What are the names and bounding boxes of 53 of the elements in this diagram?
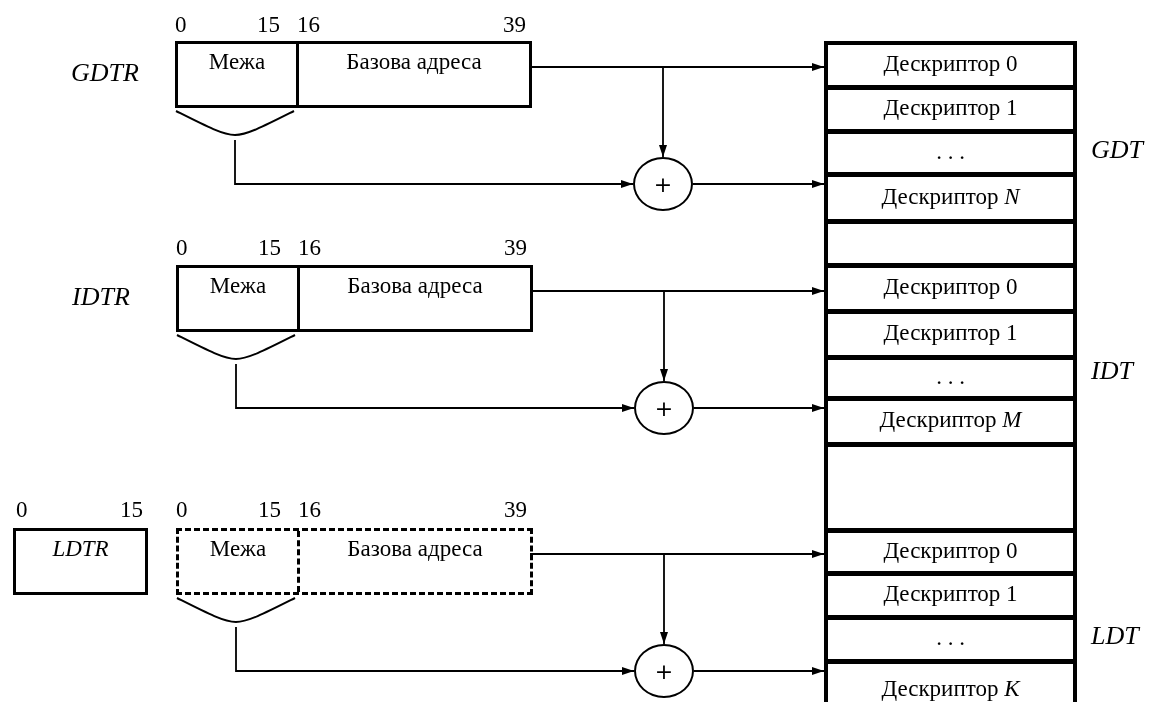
bit-number: 16: [298, 236, 321, 259]
table-name: LDT: [1091, 623, 1139, 649]
arrow: [235, 363, 635, 412]
register-field: Межа: [179, 268, 297, 329]
adder-circle: +: [633, 157, 693, 211]
bit-number: 15: [258, 498, 281, 521]
bit-number: 16: [297, 13, 320, 36]
register-name: GDTR: [71, 60, 139, 86]
bit-number: 39: [503, 13, 526, 36]
arrow: [692, 180, 825, 188]
bit-number: 15: [257, 13, 280, 36]
adder-circle: +: [634, 381, 694, 435]
bit-number: 16: [298, 498, 321, 521]
register-field: Базова адреса: [297, 268, 530, 329]
descriptor-row: . . .: [824, 616, 1077, 663]
register-field: Межа: [178, 44, 296, 105]
bit-number: 15: [120, 498, 143, 521]
descriptor-row: Дескриптор 0: [824, 41, 1077, 89]
arrow: [234, 139, 634, 188]
brace: [175, 110, 295, 136]
bit-number: 0: [175, 13, 187, 36]
descriptor-row: Дескриптор M: [824, 397, 1077, 446]
register-field: Базова адреса: [296, 44, 529, 105]
bit-number: 0: [16, 498, 28, 521]
table-name: GDT: [1091, 137, 1143, 163]
bit-number: 39: [504, 498, 527, 521]
table-name: IDT: [1091, 358, 1133, 384]
arrow: [693, 667, 825, 675]
register-name: IDTR: [72, 284, 130, 310]
register-field: Базова адреса: [297, 531, 530, 592]
arrow: [693, 404, 825, 412]
descriptor-row: Дескриптор 1: [824, 86, 1077, 133]
descriptor-row: . . .: [824, 130, 1077, 176]
register-box: LDTR: [13, 528, 148, 595]
bit-number: 39: [504, 236, 527, 259]
descriptor-row: Дескриптор 1: [824, 572, 1077, 619]
descriptor-row: Дескриптор N: [824, 173, 1077, 223]
bit-number: 0: [176, 236, 188, 259]
descriptor-row: Дескриптор 0: [824, 264, 1077, 313]
brace: [176, 334, 296, 360]
adder-circle: +: [634, 644, 694, 698]
descriptor-row: Дескриптор 0: [824, 529, 1077, 575]
descriptor-row: Дескриптор 1: [824, 310, 1077, 359]
empty-row: [824, 220, 1077, 267]
brace: [176, 597, 296, 623]
bit-number: 0: [176, 498, 188, 521]
bit-number: 15: [258, 236, 281, 259]
register-box: [176, 528, 533, 595]
arrow: [235, 626, 635, 675]
empty-row: [824, 443, 1077, 532]
register-field: Межа: [179, 531, 297, 592]
descriptor-row: . . .: [824, 356, 1077, 400]
descriptor-row: Дескриптор K: [824, 660, 1077, 702]
